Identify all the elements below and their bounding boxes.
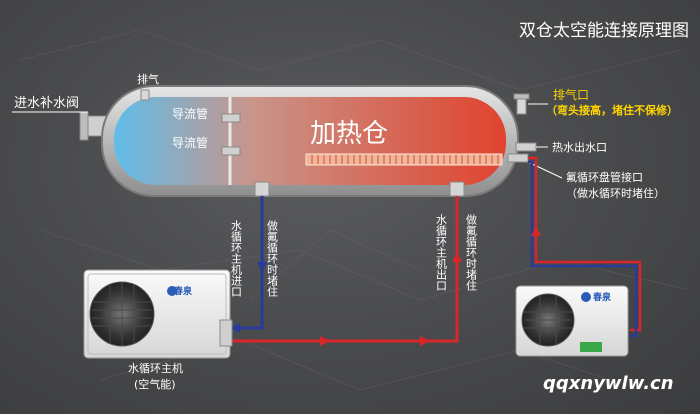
diagram-title: 双仓太空能连接原理图 [519,21,689,41]
fluorine-loop-pipes [528,156,642,338]
heating-chamber-label: 加热仓 [310,119,388,149]
water-inlet-vlabel: 水循环主机进口 [230,220,243,297]
unit-name-label: 水循环主机 [128,361,183,375]
fluorine-block-label-2: 做氟循环时堵住 [465,213,478,291]
guide-pipe-label-1: 导流管 [172,106,208,121]
flow-arrows [230,226,541,346]
fluorine-port-note: （做水循环时堵住） [566,186,665,200]
brand-logo-left: 春泉 [173,285,193,297]
top-vent-label: 排气 [137,72,159,86]
fluorine-coil [305,153,503,166]
guide-pipe-2 [221,146,241,156]
tank-bottom-connectors [254,181,465,197]
water-cycle-unit: 春泉 [83,269,233,359]
unit-type-label: (空气能) [134,377,176,391]
water-outlet-label: 水循环主机出口 [435,214,448,291]
brand-logo-right: 春泉 [592,291,612,303]
fluorine-port-label: 氟循环盘管接口 [566,170,643,184]
right-vent-label: 排气口 [553,87,589,102]
right-vent-fitting [513,93,530,115]
top-vent-pipe [140,89,150,101]
guide-pipe-1 [221,113,241,123]
fluorine-block-label-1: 做氟循环时堵住 [266,219,279,297]
inlet-valve-label: 进水补水阀 [14,96,79,111]
watermark: qqxnywlw.cn [543,373,674,394]
water-inlet-label: 水循环主机进口 [230,220,243,297]
fluorine-block-2-vlabel: 做氟循环时堵住 [465,213,478,291]
fluorine-block-1-vlabel: 做氟循环时堵住 [266,219,279,297]
fluorine-port-pipe [507,153,529,163]
guide-pipe-label-2: 导流管 [172,135,208,150]
fluorine-port-leader [527,161,563,179]
right-vent-note: （弯头接高，堵住不保修） [546,103,678,117]
water-outlet-vlabel: 水循环主机出口 [435,214,448,291]
hot-outlet-label: 热水出水口 [552,140,607,154]
fluorine-cycle-unit: 春泉 [515,285,629,357]
red-pipe-outlet [226,196,459,343]
hot-outlet-pipe [515,142,537,152]
